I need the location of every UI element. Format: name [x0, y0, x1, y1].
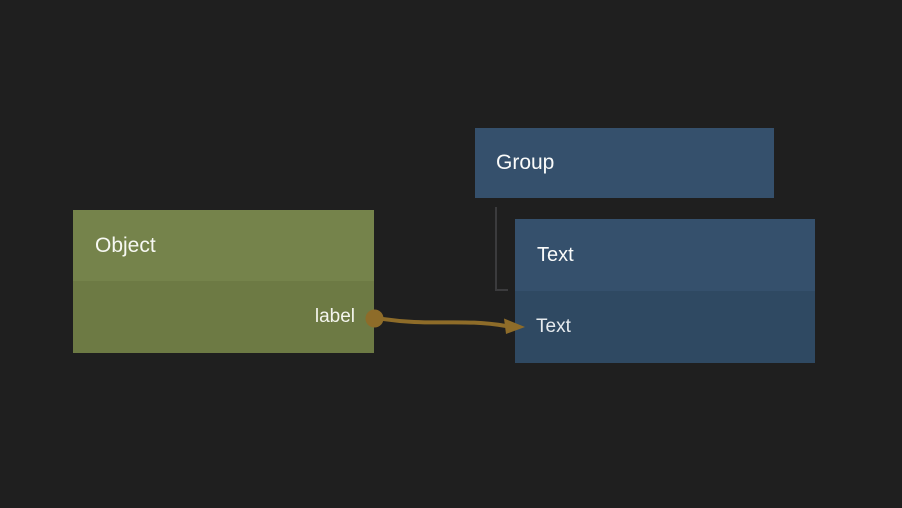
output-slot-label: label [314, 306, 355, 327]
connection-wire [374, 316, 508, 328]
node-text[interactable]: Text Text [515, 219, 815, 363]
node-group[interactable]: Group [475, 128, 774, 198]
node-object-title: Object [95, 233, 156, 257]
node-object[interactable]: Object label [73, 210, 374, 353]
node-group-header: Group [475, 128, 774, 198]
node-group-title: Group [496, 151, 555, 174]
node-text-header: Text [515, 219, 815, 291]
node-text-title: Text [537, 243, 574, 266]
node-text-child-label: Text [536, 316, 571, 337]
output-port[interactable] [365, 309, 384, 328]
node-object-header: Object [73, 210, 374, 281]
node-object-body: label [73, 281, 374, 353]
node-text-child-row[interactable]: Text [515, 291, 815, 363]
tree-connector-line [495, 207, 508, 291]
